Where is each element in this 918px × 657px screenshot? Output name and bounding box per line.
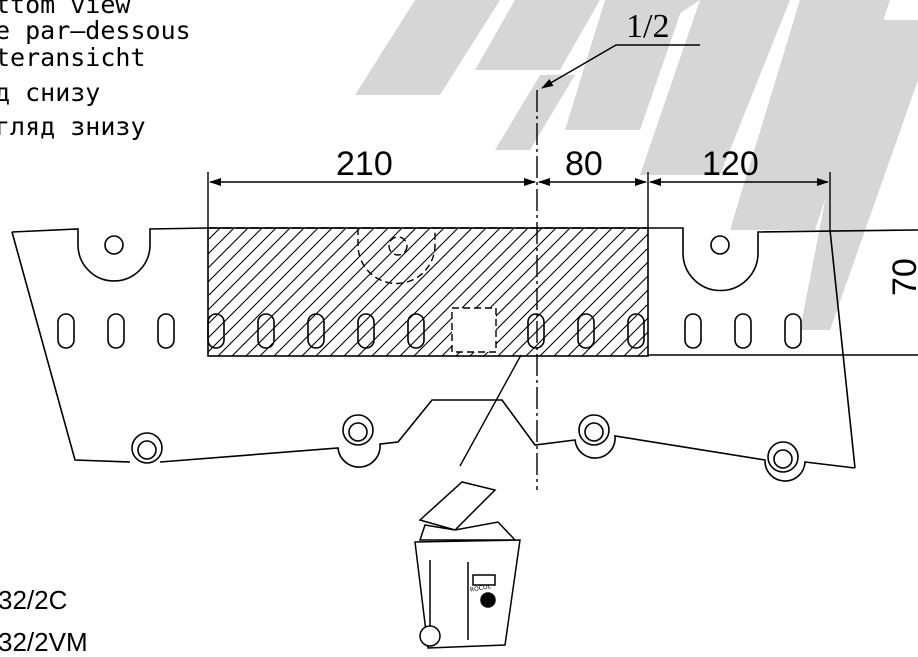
view-label-en: ttom view: [0, 0, 131, 19]
recycle-bin-icon: [414, 481, 521, 649]
model-code-1: 32/2C: [0, 585, 68, 615]
watermark-stripes: [355, 0, 918, 330]
dimension-120: 120: [702, 145, 759, 183]
dimension-70: 70: [886, 258, 918, 296]
hatched-section: [207, 227, 649, 357]
dimension-lines: [207, 172, 831, 230]
top-holes: [104, 235, 730, 255]
bin-leader: [459, 354, 522, 467]
view-label-ru: д снизу: [0, 78, 101, 107]
view-label-de: teransicht: [0, 43, 146, 72]
dimension-80: 80: [565, 145, 603, 183]
model-code-2: 32/2VM: [0, 627, 88, 657]
scale-leader: [541, 44, 700, 89]
view-label-fr: e par—dessous: [0, 16, 191, 45]
bottom-holes: [131, 414, 799, 473]
view-label-uk: гляд знизу: [0, 112, 146, 141]
scale-note: 1/2: [626, 8, 670, 45]
dimension-210: 210: [336, 145, 393, 183]
slot-row: [57, 313, 802, 349]
hidden-features: [357, 228, 497, 353]
